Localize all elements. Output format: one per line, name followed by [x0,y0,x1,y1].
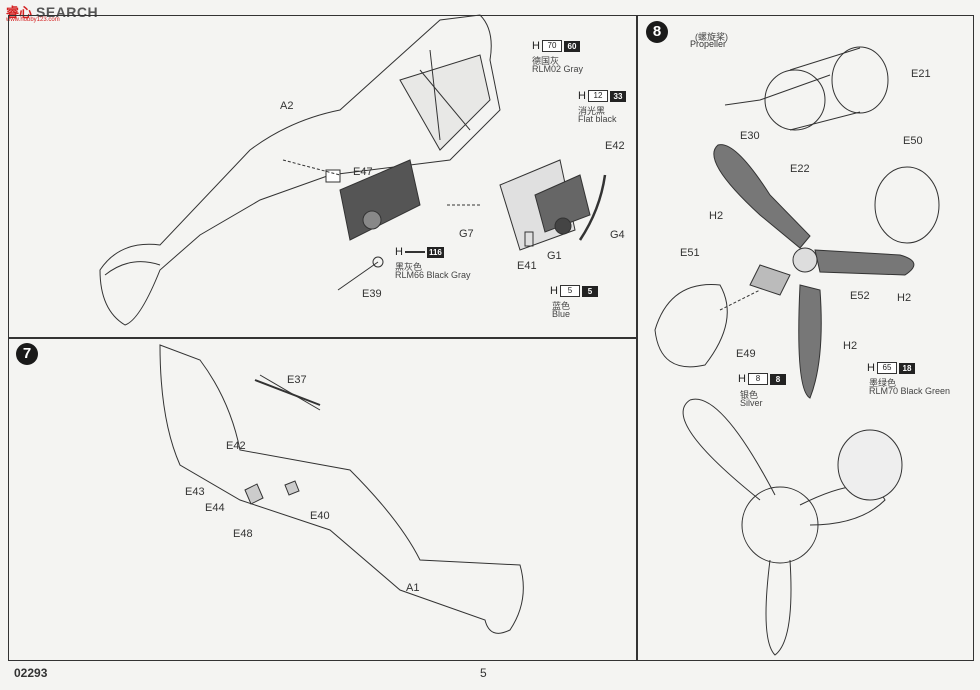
part-label-e51: E51 [680,247,700,259]
part-label-e42: E42 [605,140,625,152]
part-label-h2-top: H2 [709,210,724,222]
part-label-e39: E39 [362,288,382,300]
spinner-ring-drawing [724,46,889,131]
part-label-h2-bottom: H2 [843,340,858,352]
step6-panel [8,15,638,339]
watermark-url: www.hobby123.com [6,17,60,23]
part-label-e52: E52 [850,290,870,302]
part-label-e43: E43 [185,486,205,498]
color-name-en-flat-black: Flat black [578,114,617,124]
assembled-propeller-drawing [682,398,903,656]
step-8-number: 8 [646,21,668,43]
control-stick-drawing [337,256,384,291]
propeller-title-cn: (螺旋桨) [695,32,728,42]
color-name-cn-flat-black: 消光黑 [578,106,606,116]
color-name-en-rlm70: RLM70 Black Green [869,386,951,396]
part-label-e21: E21 [911,68,931,80]
instrument-panel-drawing [282,159,421,241]
part-label-e44: E44 [205,502,225,514]
spinner-backplate-drawing [874,166,940,244]
part-label-a1: A1 [406,582,420,594]
color-name-cn-rlm02: 德国灰 [532,56,560,66]
fuselage-left-half-drawing [99,14,501,326]
part-label-e47: E47 [353,166,373,178]
watermark-brand-cn: 睿心 [6,5,33,20]
propeller-title-en: Propeller [690,39,727,49]
gunsight-assembly-drawing [445,159,607,251]
part-label-g1: G1 [547,250,562,262]
color-name-en-silver: Silver [740,398,763,408]
color-name-en-rlm02: RLM02 Gray [532,64,584,74]
color-name-cn-rlm70: 墨绿色 [869,378,897,388]
step-7-number: 7 [16,343,38,365]
page-number: 5 [480,666,487,680]
part-label-e41: E41 [517,260,537,272]
part-label-e37: E37 [287,374,307,386]
fuselage-right-half-drawing [159,344,524,634]
part-label-e30: E30 [740,130,760,142]
part-label-a2: A2 [280,100,294,112]
color-name-cn-rlm66: 黑灰色 [395,262,423,272]
part-label-h2-right: H2 [897,292,912,304]
color-name-cn-silver: 银色 [740,390,759,400]
step7-panel [8,337,638,661]
part-label-e48: E48 [233,528,253,540]
part-label-e42b: E42 [226,440,246,452]
color-name-cn-blue: 蓝色 [552,301,571,311]
part-label-g7: G7 [459,228,474,240]
color-name-en-blue: Blue [552,309,571,319]
part-label-e49: E49 [736,348,756,360]
part-label-e50: E50 [903,135,923,147]
propeller-blades-drawing [713,144,915,399]
catalog-number: 02293 [14,666,48,680]
part-label-g4: G4 [610,229,625,241]
color-name-en-rlm66: RLM66 Black Gray [395,270,471,280]
step8-panel [636,15,974,661]
spinner-cone-drawing [654,284,728,368]
part-label-e22: E22 [790,163,810,175]
part-label-e40: E40 [310,510,330,522]
propeller-hub-drawing [719,247,818,311]
